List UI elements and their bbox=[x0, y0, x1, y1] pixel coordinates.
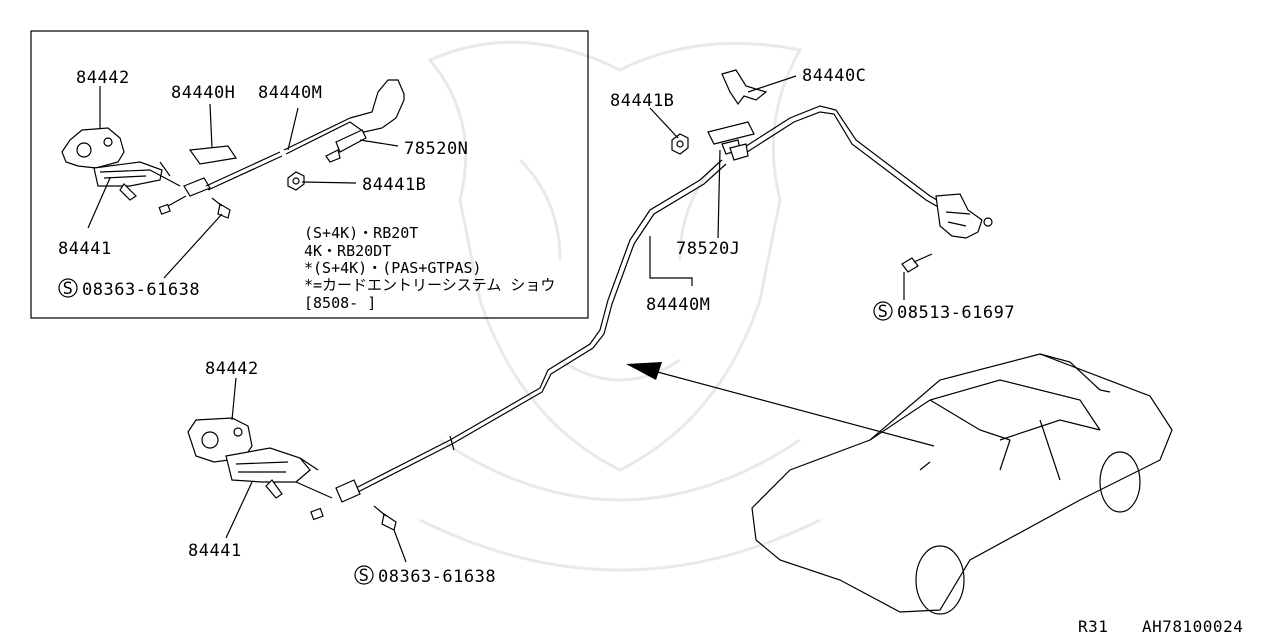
inset-label-78520n: 78520N bbox=[404, 139, 468, 159]
inset-cable-clip bbox=[325, 129, 367, 163]
inset-label-84440h: 84440H bbox=[171, 83, 235, 103]
inset-label-tag bbox=[188, 145, 238, 165]
watermark-emblem bbox=[419, 40, 821, 572]
inset-hinge-assembly bbox=[61, 127, 187, 215]
main-nut-84441b bbox=[671, 133, 689, 155]
label-84440m: 84440M bbox=[646, 295, 710, 315]
main-hinge-assembly bbox=[187, 417, 333, 521]
inset-note-1: (S+4K)・RB20T bbox=[304, 224, 418, 242]
screw-symbol-a: S bbox=[354, 565, 374, 586]
svg-text:S: S bbox=[359, 566, 370, 586]
main-cable-end bbox=[335, 479, 361, 503]
svg-text:S: S bbox=[63, 279, 74, 299]
screw-symbol-b: S bbox=[873, 301, 893, 322]
model-code: R31 bbox=[1078, 617, 1108, 636]
label-08363-61638: 08363-61638 bbox=[378, 567, 496, 587]
main-screw-08513 bbox=[901, 253, 933, 273]
inset-screw-symbol: S bbox=[58, 278, 78, 299]
label-84441b: 84441B bbox=[610, 91, 674, 111]
main-bracket-84440c bbox=[721, 69, 768, 106]
main-release-handle bbox=[935, 193, 993, 239]
inset-label-84440m: 84440M bbox=[258, 83, 322, 103]
car-illustration bbox=[751, 353, 1173, 615]
inset-panel: 84442 84440H 84440M 78520N 84441B 84441 … bbox=[30, 30, 589, 319]
location-arrow bbox=[626, 362, 935, 447]
label-08513-61697: 08513-61697 bbox=[897, 303, 1015, 323]
main-cable bbox=[351, 105, 945, 495]
inset-note-5: [8508- ] bbox=[304, 294, 376, 312]
label-84440c: 84440C bbox=[802, 66, 866, 86]
inset-note-2: 4K・RB20DT bbox=[304, 242, 391, 260]
inset-cable bbox=[183, 79, 405, 197]
inset-label-84441: 84441 bbox=[58, 239, 112, 259]
inset-label-84442: 84442 bbox=[76, 68, 130, 88]
inset-note-4: *=カードエントリーシステム ショウ bbox=[304, 276, 555, 294]
inset-note-3: *(S+4K)・(PAS+GTPAS) bbox=[304, 259, 482, 277]
label-84441: 84441 bbox=[188, 541, 242, 561]
label-78520j: 78520J bbox=[676, 239, 740, 259]
inset-label-84441b: 84441B bbox=[362, 175, 426, 195]
inset-label-08363-61638: 08363-61638 bbox=[82, 280, 200, 300]
diagram-code: AH78100024 bbox=[1142, 617, 1243, 636]
main-screw-08363 bbox=[373, 505, 397, 531]
inset-border bbox=[30, 30, 589, 319]
main-cable-clip bbox=[707, 121, 755, 161]
svg-text:S: S bbox=[878, 302, 889, 322]
label-84442: 84442 bbox=[205, 359, 259, 379]
inset-nut bbox=[287, 171, 305, 191]
